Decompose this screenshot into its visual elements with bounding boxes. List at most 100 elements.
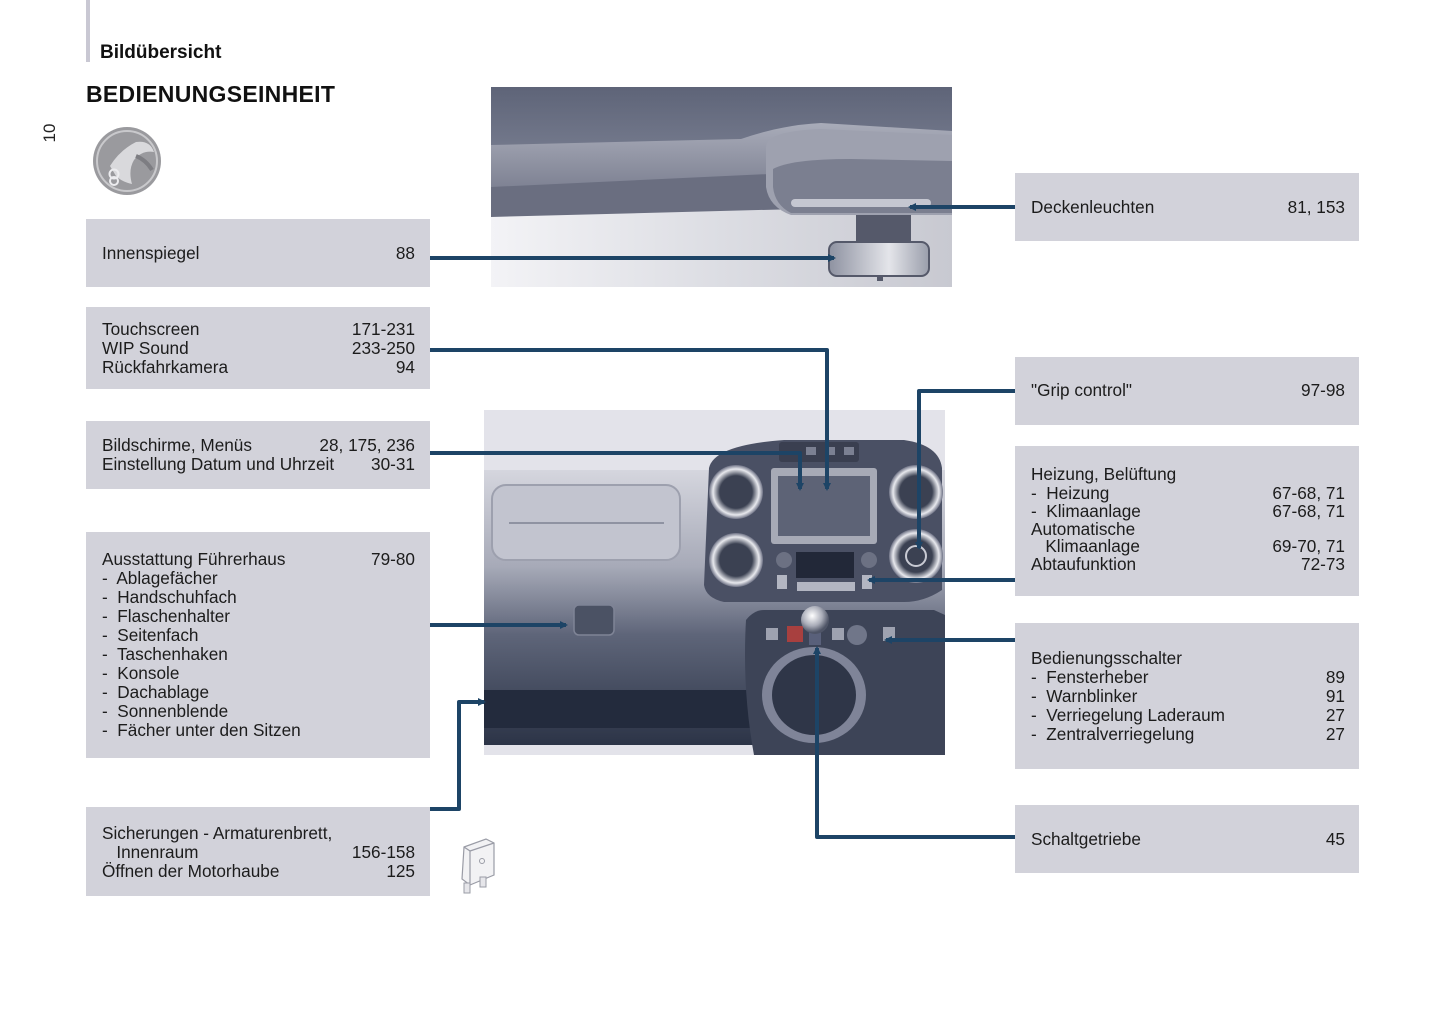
callout-page-ref[interactable]: 171-231 <box>351 319 415 339</box>
callout-label: - Flaschenhalter <box>102 606 231 626</box>
callout-label: - Klimaanlage <box>1031 501 1141 522</box>
callout-label: WIP Sound <box>102 338 189 358</box>
callout-row: Heizung, Belüftung <box>1031 465 1345 484</box>
callout-page-ref[interactable]: 81, 153 <box>1287 197 1345 217</box>
callout-label: - Zentralverriegelung <box>1031 724 1195 744</box>
callout-label: - Taschenhaken <box>102 644 228 664</box>
callout-row: - Warnblinker 91 <box>1031 687 1345 706</box>
callout-label: Innenspiegel <box>102 243 200 263</box>
callout-row: WIP Sound 233-250 <box>102 339 415 358</box>
callout-innenspiegel: Innenspiegel 88 <box>86 219 430 287</box>
callout-page-ref[interactable]: 27 <box>1325 724 1345 744</box>
callout-label: - Ablagefächer <box>102 568 218 588</box>
page-title: BEDIENUNGSEINHEIT <box>86 81 336 107</box>
callout-label: Abtaufunktion <box>1031 553 1137 574</box>
callout-row: Touchscreen 171-231 <box>102 320 415 339</box>
callout-row: Einstellung Datum und Uhrzeit 30-31 <box>102 455 415 474</box>
callout-row: - Fensterheber 89 <box>1031 668 1345 687</box>
callout-label: Schaltgetriebe <box>1031 829 1141 849</box>
callout-row: Ausstattung Führerhaus 79-80 <box>102 550 415 569</box>
page-number: 10 <box>40 123 59 143</box>
callout-grip-control: "Grip control" 97-98 <box>1015 357 1359 425</box>
callout-label: - Fächer unter den Sitzen <box>102 720 301 740</box>
callout-label: Einstellung Datum und Uhrzeit <box>102 454 335 474</box>
dashboard-center-console-illustration <box>484 410 945 755</box>
callout-page-ref[interactable]: 28, 175, 236 <box>319 435 415 455</box>
callout-row: - Sonnenblende <box>102 702 415 721</box>
callout-row: - Ablagefächer <box>102 569 415 588</box>
callout-row: - Handschuhfach <box>102 588 415 607</box>
callout-page-ref[interactable]: 88 <box>395 243 415 263</box>
line-sicherungen <box>430 698 486 811</box>
callout-page-ref[interactable]: 67-68, 71 <box>1272 501 1345 522</box>
callout-page-ref[interactable]: 89 <box>1325 667 1345 687</box>
callout-page-ref[interactable]: 69-70, 71 <box>1272 535 1345 556</box>
callout-row: - Seitenfach <box>102 626 415 645</box>
callout-row: Klimaanlage 69-70, 71 <box>1031 535 1345 556</box>
callout-label: - Seitenfach <box>102 625 199 645</box>
callout-page-ref[interactable]: 67-68, 71 <box>1272 482 1345 503</box>
callout-row: Automatische <box>1031 518 1345 539</box>
callout-row: Öffnen der Motorhaube 125 <box>102 862 415 881</box>
side-rule <box>86 0 90 62</box>
callout-page-ref[interactable]: 97-98 <box>1301 380 1345 400</box>
section-label: Bildübersicht <box>100 42 222 63</box>
callout-row: - Taschenhaken <box>102 645 415 664</box>
callout-page-ref[interactable]: 27 <box>1325 705 1345 725</box>
callout-page-ref[interactable]: 91 <box>1325 686 1345 706</box>
callout-label: "Grip control" <box>1031 380 1133 400</box>
callout-label: Deckenleuchten <box>1031 197 1155 217</box>
callout-label: - Dachablage <box>102 682 210 702</box>
callout-row: - Zentralverriegelung 27 <box>1031 725 1345 744</box>
callout-row: - Verriegelung Laderaum 27 <box>1031 706 1345 725</box>
fuse-icon <box>461 838 495 894</box>
callout-row: Innenspiegel 88 <box>102 244 415 263</box>
callout-page-ref[interactable]: 79-80 <box>371 549 415 569</box>
callout-label: - Fensterheber <box>1031 667 1149 687</box>
callout-label: Klimaanlage <box>1031 535 1140 556</box>
callout-label: Rückfahrkamera <box>102 357 229 377</box>
callout-page-ref[interactable]: 30-31 <box>371 454 415 474</box>
callout-row: Bedienungsschalter <box>1031 649 1345 668</box>
callout-row: Abtaufunktion 72-73 <box>1031 555 1345 574</box>
callout-row: Rückfahrkamera 94 <box>102 358 415 377</box>
callout-touchscreen: Touchscreen 171-231 WIP Sound 233-250 Rück… <box>86 307 430 389</box>
callout-label: Automatische <box>1031 518 1136 539</box>
callout-label: Bedienungsschalter <box>1031 648 1182 668</box>
callout-page-ref[interactable]: 94 <box>395 357 415 377</box>
callout-label: - Konsole <box>102 663 180 683</box>
callout-label: - Verriegelung Laderaum <box>1031 705 1225 725</box>
callout-label: - Sonnenblende <box>102 701 229 721</box>
callout-row: "Grip control" 97-98 <box>1031 381 1345 400</box>
callout-schaltgetriebe: Schaltgetriebe 45 <box>1015 805 1359 873</box>
callout-row: Schaltgetriebe 45 <box>1031 830 1345 849</box>
callout-label: Ausstattung Führerhaus <box>102 549 286 569</box>
callout-page-ref[interactable]: 125 <box>386 861 415 881</box>
callout-bedienungsschalter: Bedienungsschalter - Fensterheber 89 - Wa… <box>1015 623 1359 769</box>
callout-label: Touchscreen <box>102 319 200 339</box>
callout-label: - Handschuhfach <box>102 587 237 607</box>
steering-wheel-hand-icon <box>93 127 161 195</box>
callout-ausstattung: Ausstattung Führerhaus 79-80 - Ablagefäch… <box>86 532 430 758</box>
callout-row: Deckenleuchten 81, 153 <box>1031 198 1345 217</box>
callout-page-ref[interactable]: 156-158 <box>351 842 415 862</box>
callout-label: Sicherungen - Armaturenbrett, <box>102 823 333 843</box>
callout-row: - Klimaanlage 67-68, 71 <box>1031 502 1345 521</box>
callout-row: Sicherungen - Armaturenbrett, <box>102 824 415 843</box>
callout-row: - Dachablage <box>102 683 415 702</box>
callout-label: Öffnen der Motorhaube <box>102 861 280 881</box>
callout-row: - Flaschenhalter <box>102 607 415 626</box>
callout-page-ref[interactable]: 45 <box>1325 829 1345 849</box>
callout-page-ref[interactable]: 72-73 <box>1301 553 1345 574</box>
callout-row: - Fächer unter den Sitzen <box>102 721 415 740</box>
callout-page-ref[interactable]: 233-250 <box>351 338 415 358</box>
callout-row: - Konsole <box>102 664 415 683</box>
callout-label: - Warnblinker <box>1031 686 1138 706</box>
callout-label: Heizung, Belüftung <box>1031 464 1177 484</box>
